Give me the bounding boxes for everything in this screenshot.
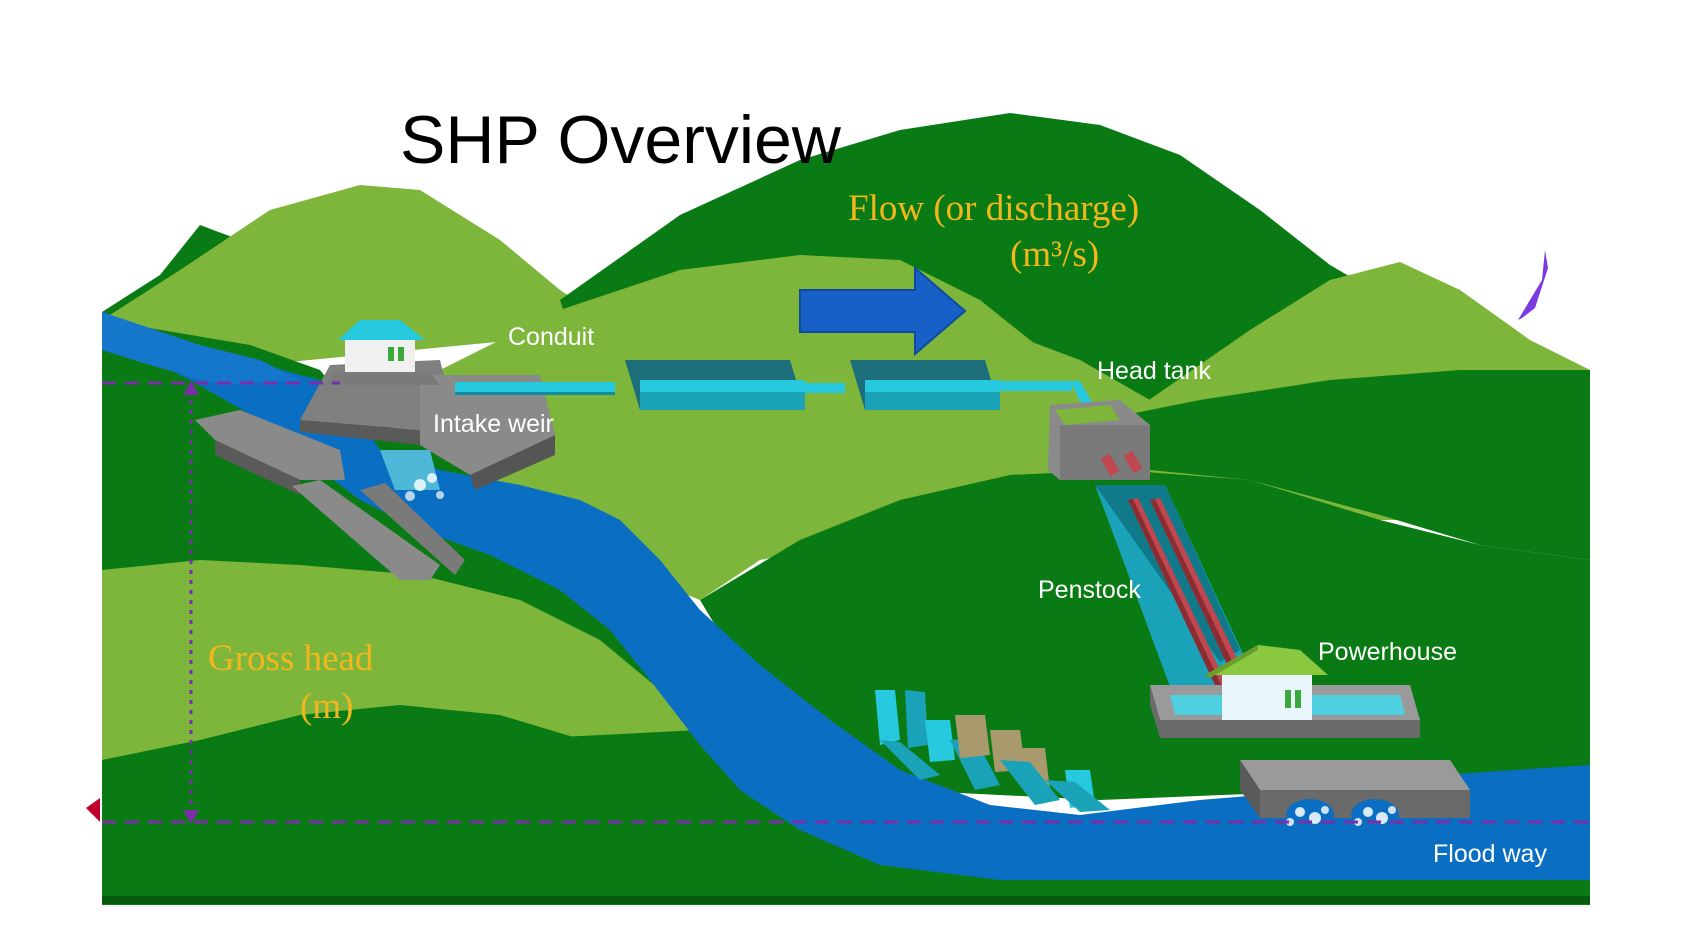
conduit-label: Conduit bbox=[508, 323, 594, 351]
penstock bbox=[1095, 485, 1255, 710]
powerhouse-label: Powerhouse bbox=[1318, 638, 1457, 666]
river-blocks bbox=[875, 690, 1110, 812]
head-tank-label: Head tank bbox=[1097, 357, 1211, 385]
diagram-title: SHP Overview bbox=[400, 102, 842, 178]
intake-weir-label: Intake weir bbox=[433, 410, 554, 438]
flow-label-line1: Flow (or discharge) bbox=[848, 188, 1139, 229]
intake-house bbox=[325, 320, 440, 385]
head-tank bbox=[1048, 400, 1150, 480]
gross-head-label-line1: Gross head bbox=[208, 638, 374, 679]
flow-label-line2: (m³/s) bbox=[1010, 234, 1099, 275]
gross-head-label-line2: (m) bbox=[300, 686, 353, 727]
flood-way-label: Flood way bbox=[1433, 840, 1547, 868]
powerhouse bbox=[1150, 645, 1420, 738]
penstock-label: Penstock bbox=[1038, 576, 1141, 604]
tailrace-structure bbox=[1240, 760, 1470, 831]
gross-head-indicator bbox=[86, 381, 1590, 824]
flow-direction-arrow bbox=[799, 265, 967, 357]
conduit-pipe bbox=[455, 360, 1092, 410]
